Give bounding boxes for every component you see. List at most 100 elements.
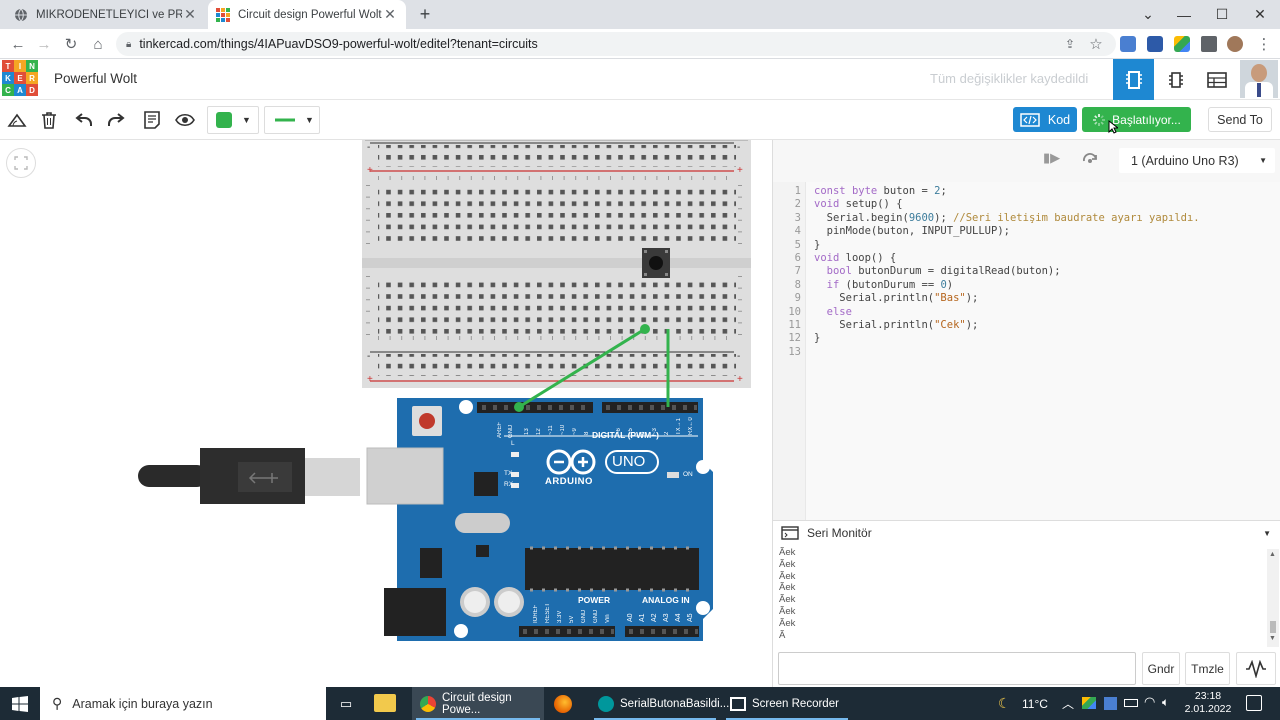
tinkercad-icon	[216, 7, 230, 22]
back-icon[interactable]: ←	[10, 35, 26, 53]
browser-tab[interactable]: MİKRODENETLEYİCİ ve PROGRAM ✕	[6, 0, 206, 29]
firefox-icon[interactable]	[554, 695, 572, 713]
svg-text:-: -	[737, 351, 740, 362]
line-number: 8	[794, 278, 801, 291]
task-view-icon[interactable]: ▭	[339, 695, 353, 711]
file-explorer-icon[interactable]	[374, 694, 396, 712]
tray-chevron-icon[interactable]: ︿	[1062, 697, 1075, 711]
serial-scrollbar[interactable]: ▲ ▼	[1267, 549, 1279, 647]
windows-start-button[interactable]	[0, 687, 40, 720]
serial-input[interactable]	[778, 652, 1136, 685]
menu-dots-icon[interactable]: ⋮	[1256, 36, 1272, 53]
serial-monitor-header[interactable]: Seri Monitör ▼	[773, 521, 1280, 545]
pin-label: 4	[640, 431, 646, 435]
zoom-fit-button[interactable]	[6, 148, 36, 178]
tab-search-icon[interactable]: ⌄	[1142, 6, 1154, 22]
project-title[interactable]: Powerful Wolt	[54, 71, 138, 86]
screen-recorder-icon	[730, 696, 746, 711]
reload-icon[interactable]: ↻	[64, 36, 78, 53]
step-debug-icon[interactable]: ▮▶	[1043, 150, 1061, 165]
close-window-icon[interactable]: ✕	[1254, 6, 1266, 22]
circuit-view-button[interactable]	[1113, 59, 1154, 100]
trash-icon[interactable]	[37, 108, 61, 132]
usb-cable[interactable]	[138, 448, 360, 504]
minimize-icon[interactable]: —	[1177, 6, 1191, 23]
svg-text:-: -	[367, 142, 370, 153]
serial-line: Ãek	[779, 594, 796, 606]
pin-label: A0	[627, 613, 634, 622]
chevron-down-icon[interactable]: ▼	[1263, 528, 1271, 538]
wire-gnd[interactable]	[514, 324, 650, 412]
visibility-eye-icon[interactable]	[173, 108, 197, 132]
serial-monitor: Seri Monitör ▼ Ãek Ãek Ãek Ãek Ãek Ãek Ã…	[773, 520, 1280, 687]
maximize-icon[interactable]: ☐	[1215, 6, 1229, 22]
code-panel-toolbar: ▮▶ 1 (Arduino Uno R3) ▼	[773, 140, 1280, 180]
taskbar-clock[interactable]: 23:18 2.01.2022	[1178, 690, 1238, 716]
drive-extension-icon[interactable]	[1174, 36, 1190, 52]
start-simulation-button[interactable]: Başlatılıyor...	[1082, 107, 1191, 132]
close-icon[interactable]: ✕	[384, 6, 396, 22]
wire-line-icon	[275, 118, 295, 122]
code-line: const byte buton = 2;	[814, 185, 947, 197]
forward-icon[interactable]: →	[36, 35, 52, 53]
send-to-button[interactable]: Send To	[1208, 107, 1272, 132]
drive-tray-icon[interactable]	[1082, 697, 1096, 709]
serial-output: Ãek Ãek Ãek Ãek Ãek Ãek Ãek Ã	[779, 547, 1259, 647]
line-number: 6	[794, 252, 801, 264]
serial-plotter-button[interactable]	[1236, 652, 1276, 685]
notes-icon[interactable]	[140, 108, 164, 132]
user-avatar[interactable]	[1240, 60, 1278, 98]
chevron-down-icon: ▼	[1259, 156, 1267, 165]
tinkercad-logo[interactable]: T I N K E R C A D	[2, 60, 38, 96]
debug-rewind-icon[interactable]	[1081, 151, 1099, 167]
code-button[interactable]: Kod	[1013, 107, 1077, 132]
pin-label: 8	[584, 431, 590, 435]
color-dropdown[interactable]: ▼	[207, 106, 259, 134]
wire-type-dropdown[interactable]: ▼	[264, 106, 320, 134]
pin-label: ~6	[616, 428, 622, 435]
component-list-button[interactable]	[1196, 59, 1237, 100]
browser-nav-bar: ← → ↻ ⌂ 🔒︎ tinkercad.com/things/4IAPuavD…	[0, 29, 1280, 59]
push-button[interactable]	[642, 248, 670, 278]
volume-icon[interactable]: 🔈︎	[1162, 695, 1170, 709]
extensions-puzzle-icon[interactable]	[1201, 36, 1217, 52]
moon-weather-icon[interactable]: ☾	[998, 695, 1011, 711]
taskbar-app-chrome[interactable]: Circuit design Powe...	[412, 687, 544, 720]
line-number: 4	[794, 225, 801, 238]
notification-center-icon[interactable]	[1246, 695, 1262, 711]
sync-tray-icon[interactable]	[1104, 697, 1117, 710]
undo-icon[interactable]	[72, 108, 96, 132]
new-tab-button[interactable]: +	[419, 4, 431, 24]
close-icon[interactable]: ✕	[184, 6, 196, 22]
breadboard[interactable]: - + - + - + - +	[362, 140, 751, 388]
address-bar[interactable]: 🔒︎ tinkercad.com/things/4IAPuavDSO9-powe…	[116, 32, 1116, 56]
board-selector[interactable]: 1 (Arduino Uno R3) ▼	[1119, 148, 1275, 173]
taskbar-app-recorder[interactable]: Screen Recorder	[722, 687, 852, 720]
serial-clear-button[interactable]: Tmzle	[1185, 652, 1230, 685]
serial-send-button[interactable]: Gndr	[1142, 652, 1180, 685]
rotate-icon[interactable]	[5, 108, 29, 132]
schematic-view-button[interactable]	[1155, 59, 1196, 100]
profile-avatar[interactable]	[1227, 36, 1243, 52]
waveform-icon	[1246, 659, 1266, 678]
wifi-icon[interactable]: ◠	[1144, 694, 1156, 709]
pin-label: 3.3V	[557, 610, 563, 623]
taskbar-search[interactable]: ⚲ Aramak için buraya yazın	[40, 687, 326, 720]
taskbar-app-arduino[interactable]: SerialButonaBasildi...	[590, 687, 729, 720]
redo-icon[interactable]	[104, 108, 128, 132]
battery-icon[interactable]	[1124, 699, 1138, 707]
translate-extension-icon[interactable]	[1120, 36, 1136, 52]
component-icon	[1168, 71, 1183, 88]
share-icon[interactable]: ⇪	[1064, 37, 1076, 51]
search-icon: ⚲	[52, 695, 63, 711]
line-number: 10	[788, 305, 801, 318]
download-extension-icon[interactable]	[1147, 36, 1163, 52]
weather-temperature[interactable]: 11°C	[1022, 697, 1048, 711]
chrome-icon	[420, 695, 436, 712]
bookmark-star-icon[interactable]: ☆	[1089, 36, 1103, 53]
home-icon[interactable]: ⌂	[93, 35, 103, 53]
arduino-uno-board[interactable]	[366, 398, 713, 641]
browser-tab-active[interactable]: Circuit design Powerful Wolt | Tin ✕	[208, 0, 406, 29]
circuit-canvas[interactable]: - + - + - + - +	[0, 140, 772, 687]
